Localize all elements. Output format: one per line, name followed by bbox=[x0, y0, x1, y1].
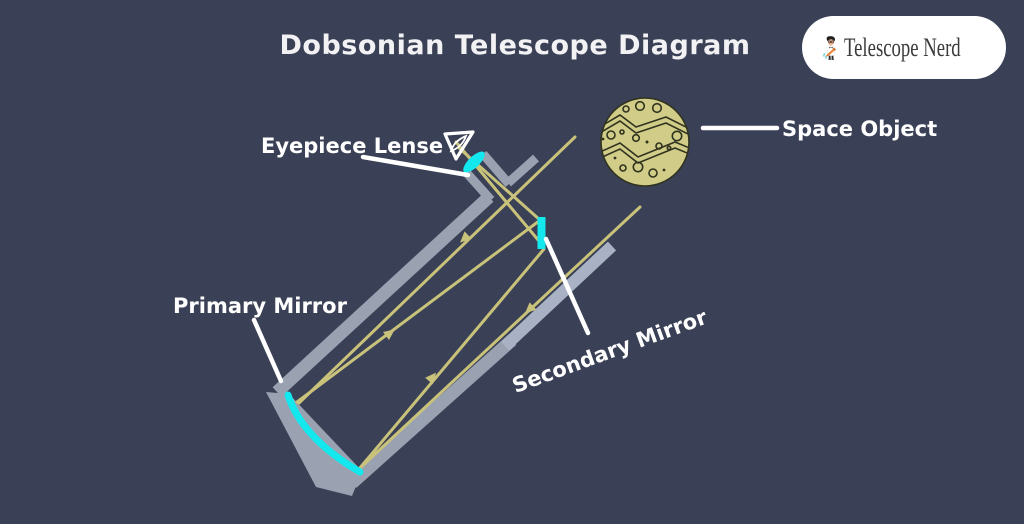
ray-arrowhead bbox=[425, 372, 437, 385]
tube-end-cap bbox=[266, 392, 362, 496]
page-title: Dobsonian Telescope Diagram bbox=[279, 30, 751, 61]
tube-mouth-rim bbox=[505, 154, 539, 187]
logo-text: Telescope Nerd bbox=[843, 32, 961, 62]
light-ray-reflected-lower bbox=[357, 247, 546, 471]
telescope-nerd-logo[interactable]: Telescope Nerd bbox=[802, 16, 1006, 79]
primary-mirror-shape bbox=[284, 391, 364, 476]
primary-mirror-label: Primary Mirror bbox=[173, 294, 348, 318]
primary-mirror-pointer-line bbox=[251, 317, 284, 384]
eyepiece-label: Eyepiece Lense bbox=[261, 134, 443, 158]
ray-arrowhead bbox=[460, 231, 472, 243]
ray-arrowhead bbox=[382, 329, 395, 340]
light-ray-reflected-upper bbox=[295, 219, 541, 404]
light-ray-incoming-upper bbox=[297, 135, 577, 405]
eye-icon bbox=[443, 130, 475, 161]
light-rays bbox=[295, 135, 642, 471]
space-object-label: Space Object bbox=[782, 117, 937, 141]
eyepiece-pointer-line bbox=[360, 154, 471, 178]
nerd-character-icon bbox=[822, 35, 837, 60]
light-ray-incoming-lower bbox=[357, 205, 642, 471]
space-object-planet bbox=[600, 97, 690, 187]
secondary-mirror-shape bbox=[537, 217, 546, 249]
secondary-mirror-pointer-line bbox=[543, 236, 591, 336]
eyepiece-lens-shape bbox=[463, 151, 485, 173]
telescope-tube bbox=[266, 151, 617, 496]
ray-arrowhead bbox=[524, 302, 537, 314]
tube-lower-wall bbox=[347, 335, 517, 488]
planet-craters bbox=[601, 100, 683, 178]
focuser-stub-upper bbox=[479, 151, 513, 187]
tube-upper-wall bbox=[272, 192, 494, 397]
tube-lower-wall-end bbox=[500, 241, 617, 351]
